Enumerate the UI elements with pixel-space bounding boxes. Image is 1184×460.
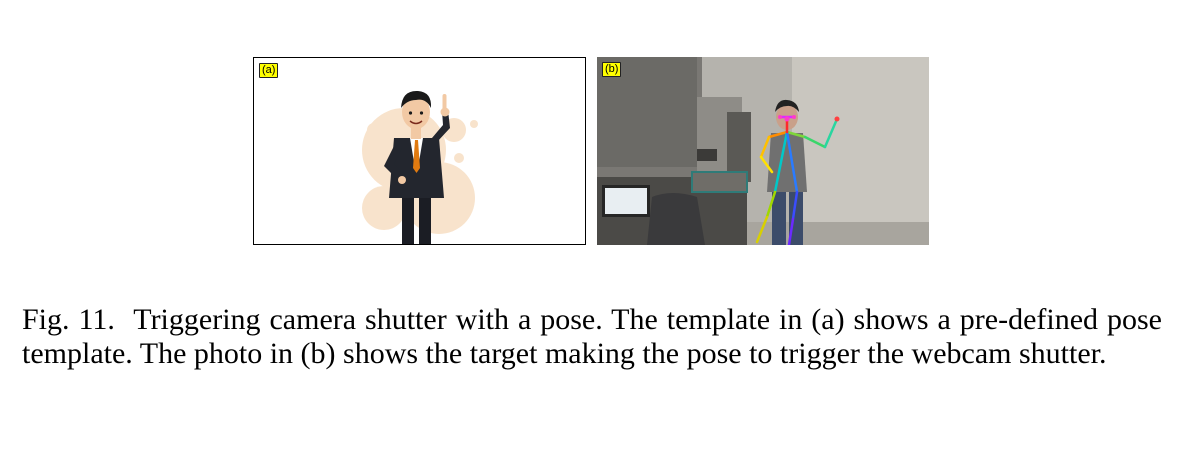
figure-caption-text: Triggering camera shutter with a pose. T… (22, 303, 1162, 370)
figure-panel-a: (a) (253, 57, 586, 245)
cartoon-businessman-illustration (362, 90, 478, 244)
figure-caption: Fig. 11. Triggering camera shutter with … (22, 303, 1162, 371)
panel-a-label: (a) (259, 63, 279, 78)
figure-caption-label: Fig. 11. (22, 303, 115, 336)
webcam-photo-with-pose-skeleton (597, 57, 929, 245)
figure-panel-b: (b) (597, 57, 929, 245)
panel-b-label: (b) (602, 62, 622, 77)
